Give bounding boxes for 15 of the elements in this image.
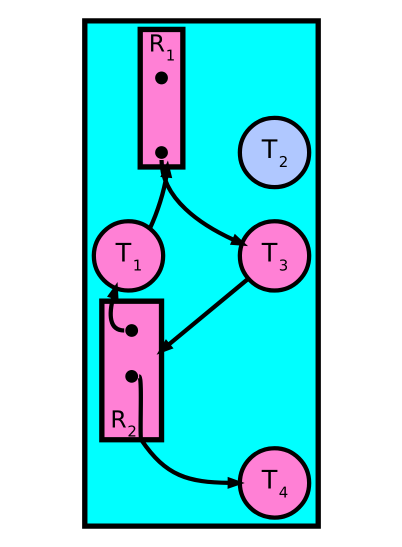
node-circle: T$_{2}$ xyxy=(237,116,311,190)
node-circle: T$_{4}$ xyxy=(237,446,311,520)
cluster xyxy=(82,18,320,529)
node-circle: T$_{1}$ xyxy=(91,219,165,293)
arrow xyxy=(156,277,250,355)
node-circle xyxy=(154,72,168,84)
arrow xyxy=(136,375,244,489)
arrow xyxy=(147,160,172,230)
node-circle xyxy=(124,324,138,337)
node-circle xyxy=(154,146,168,159)
cluster: R$_{2}$ xyxy=(98,298,164,442)
node-circle xyxy=(124,370,138,383)
arrow xyxy=(158,160,248,246)
node-circle: T$_{3}$ xyxy=(237,219,311,293)
cluster: R$_{1}$ xyxy=(137,26,186,170)
